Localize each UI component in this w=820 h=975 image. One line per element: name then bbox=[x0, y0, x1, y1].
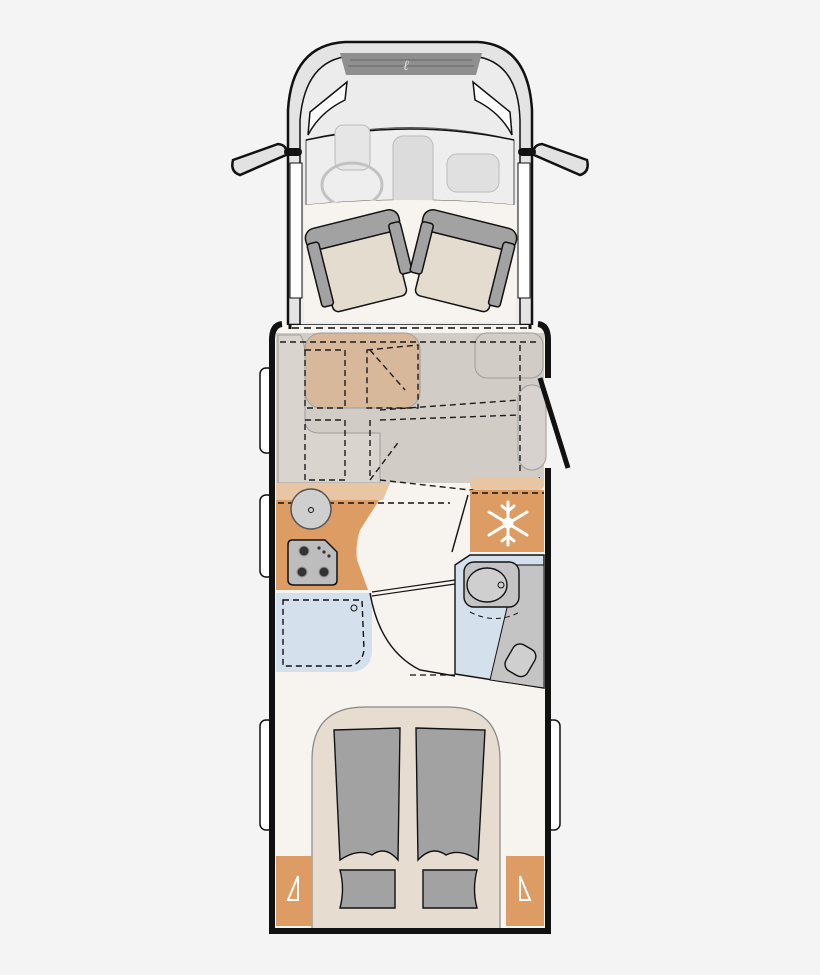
pillow-right bbox=[422, 869, 478, 909]
washbasin bbox=[504, 643, 537, 678]
brand-logo: ℓ bbox=[403, 58, 409, 74]
entrance-door bbox=[537, 377, 571, 469]
fridge-snowflake-icon bbox=[487, 500, 529, 547]
exterior-wall bbox=[269, 321, 551, 934]
dinette-seat-cushion bbox=[304, 332, 421, 409]
a-pillar-window-left bbox=[307, 80, 348, 136]
mattress-left bbox=[333, 727, 401, 862]
hob-burner-icon bbox=[287, 539, 338, 586]
airbag-column bbox=[334, 124, 371, 171]
a-pillar-window-right bbox=[472, 80, 513, 136]
living-area bbox=[259, 321, 571, 934]
glovebox bbox=[446, 153, 500, 193]
wardrobe-left bbox=[276, 593, 372, 672]
wardrobe-rear-left bbox=[276, 856, 312, 926]
pillow-left bbox=[339, 869, 396, 909]
hanger-icon bbox=[286, 875, 299, 901]
wardrobe-rear-right bbox=[506, 856, 544, 926]
sink-icon bbox=[290, 488, 332, 530]
kitchen bbox=[276, 483, 450, 590]
windscreen-vent bbox=[340, 53, 482, 75]
cab: ℓ bbox=[231, 40, 589, 327]
hanger-icon bbox=[519, 875, 532, 901]
dinette bbox=[276, 332, 547, 500]
driver-seat bbox=[304, 209, 413, 313]
bathroom bbox=[454, 554, 545, 689]
passenger-seat bbox=[409, 209, 518, 313]
rear-double-bed bbox=[311, 706, 501, 932]
mattress-right bbox=[415, 727, 486, 862]
fridge bbox=[451, 478, 544, 553]
